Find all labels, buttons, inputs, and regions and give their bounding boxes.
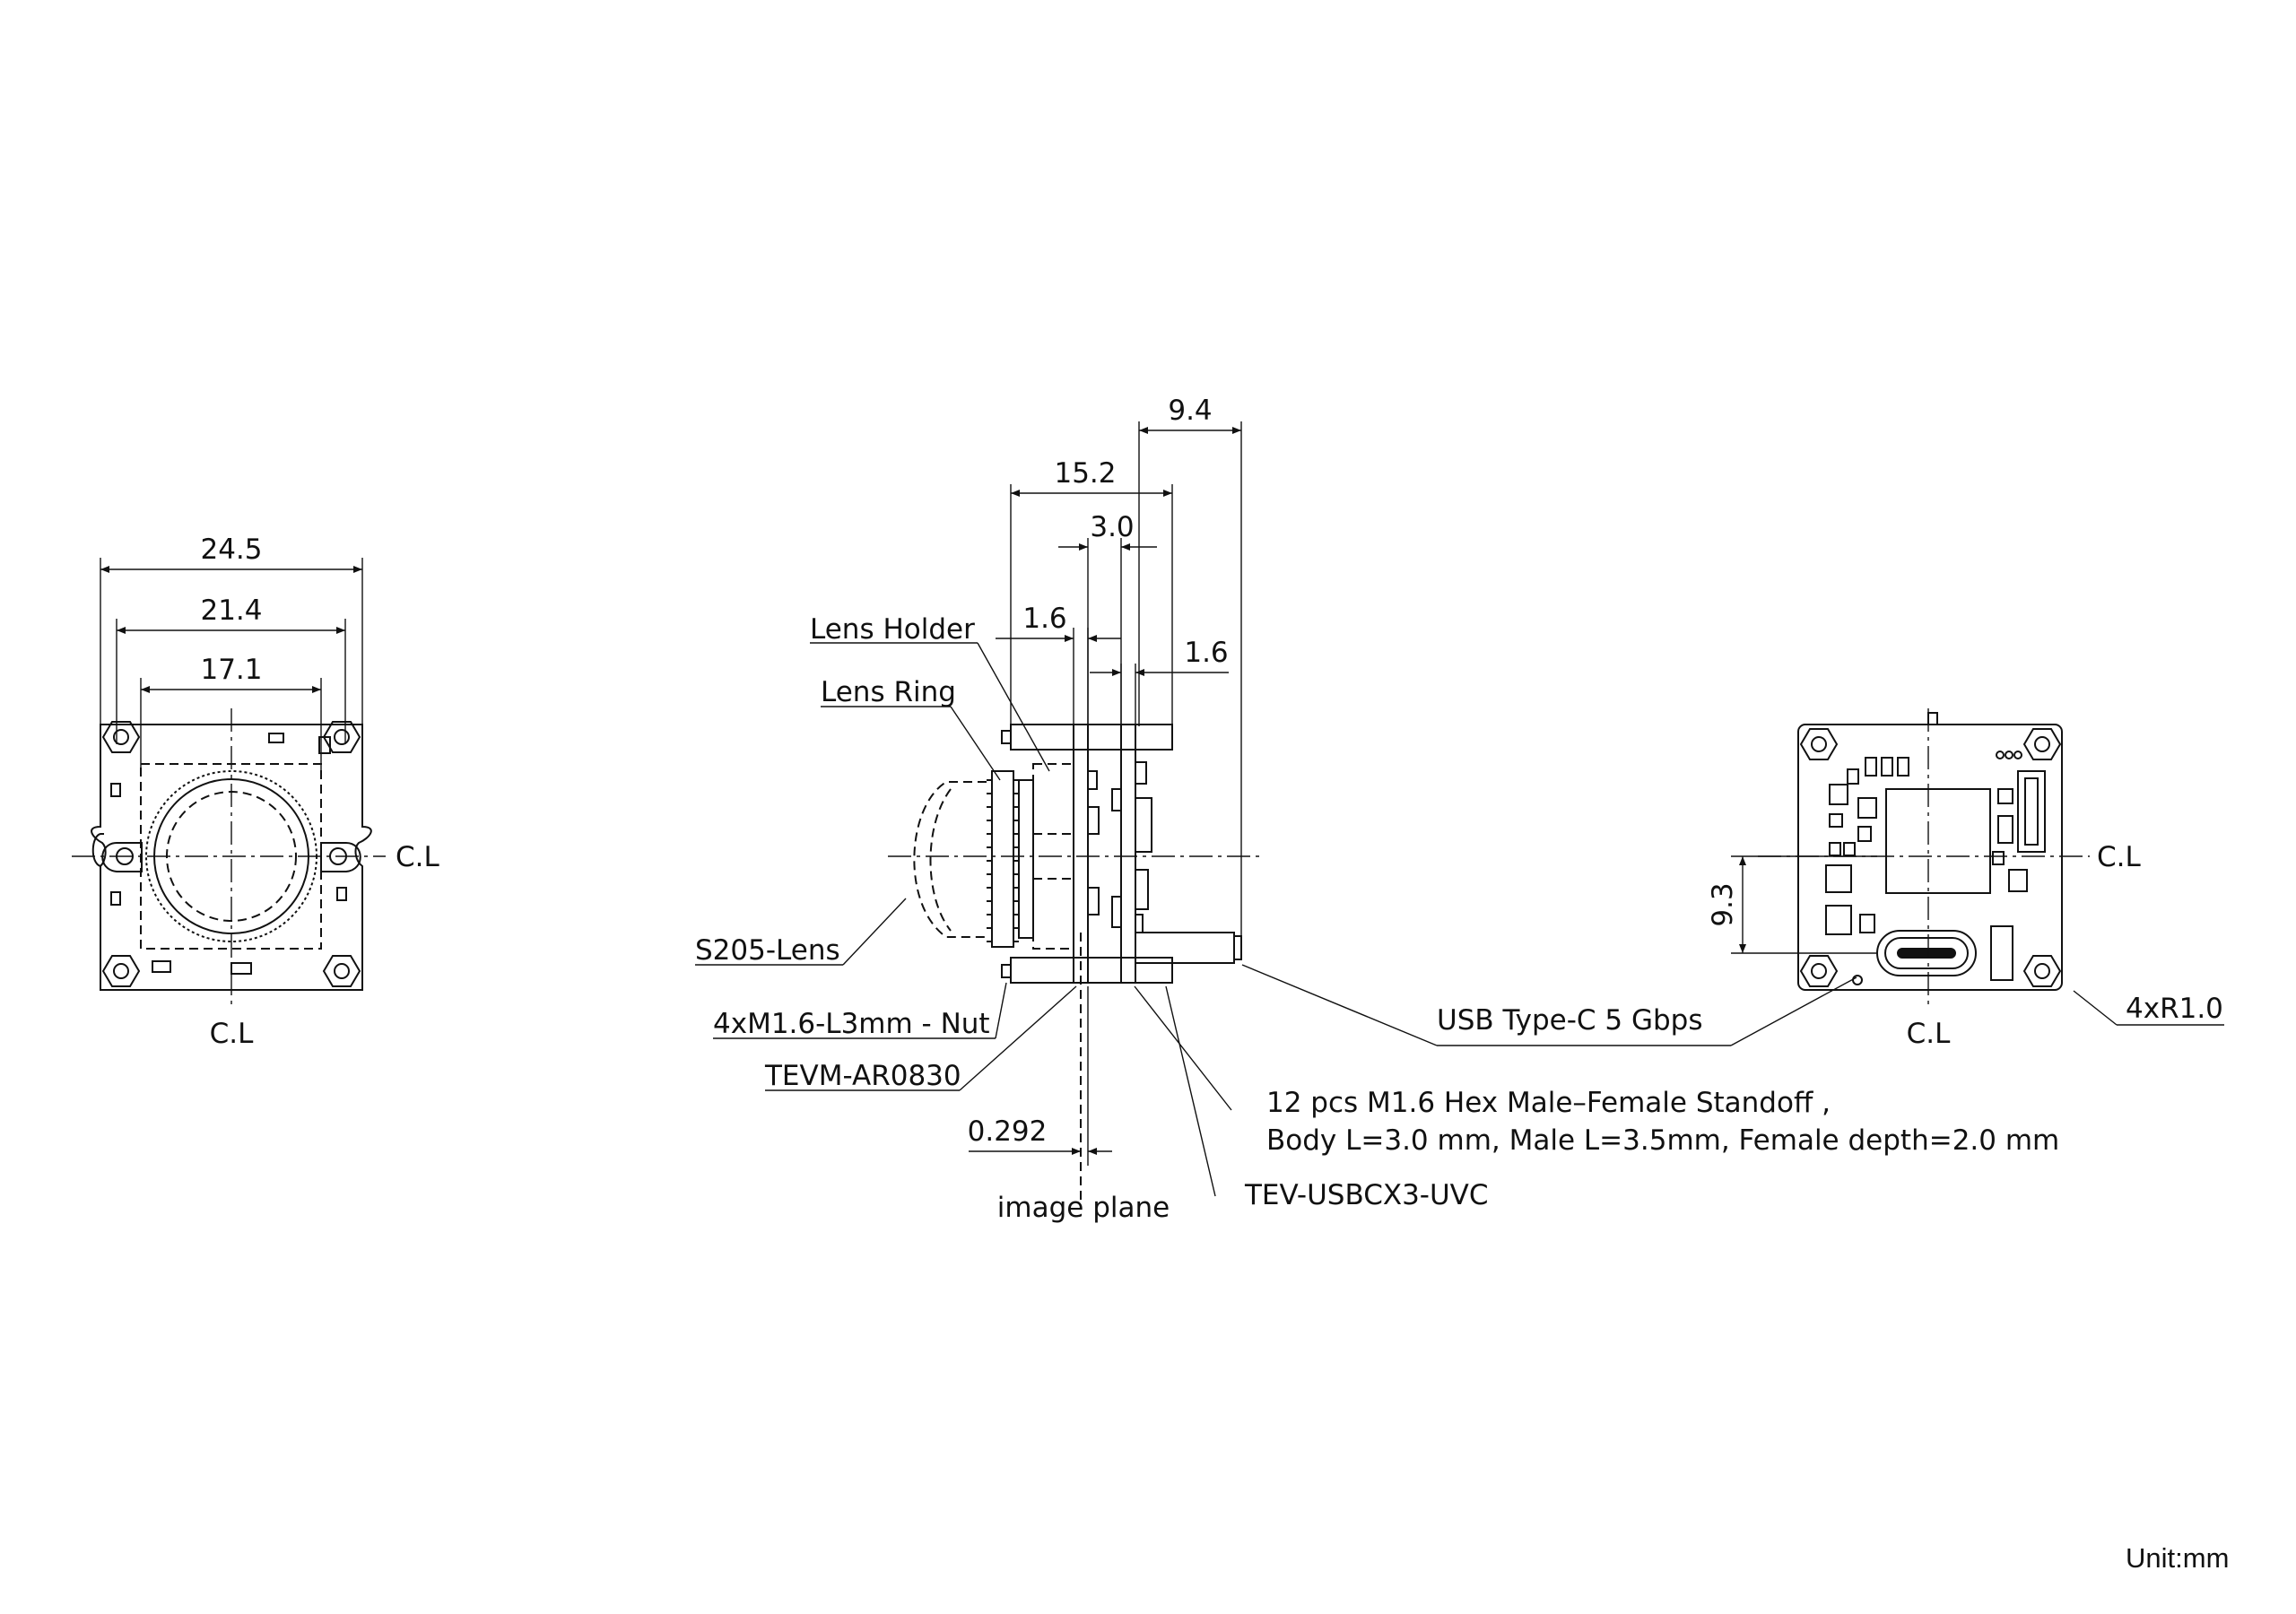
usb-c-port bbox=[1876, 930, 1977, 976]
label-tev-usb: TEV-USBCX3-UVC bbox=[1165, 985, 1489, 1211]
svg-text:TEV-USBCX3-UVC: TEV-USBCX3-UVC bbox=[1244, 1179, 1489, 1211]
dim-24-5: 24.5 bbox=[200, 534, 262, 566]
svg-text:Body L=3.0 mm, Male L=3.5mm, F: Body L=3.0 mm, Male L=3.5mm, Female dept… bbox=[1266, 1124, 2059, 1157]
label-radius: 4xR1.0 bbox=[2073, 990, 2224, 1026]
corner-nut bbox=[322, 955, 361, 987]
svg-text:1.6: 1.6 bbox=[1184, 637, 1228, 669]
svg-text:9.4: 9.4 bbox=[1168, 395, 1212, 427]
side-view: 9.4 15.2 3.0 1.6 1.6 bbox=[695, 395, 2059, 1224]
corner-nut bbox=[101, 721, 141, 753]
dim-0-292: 0.292 bbox=[968, 1115, 1112, 1155]
back-cl-bottom: C.L bbox=[1907, 1018, 1951, 1050]
dim-1-6-left: 1.6 bbox=[996, 603, 1121, 726]
svg-text:3.0: 3.0 bbox=[1090, 511, 1134, 543]
lens-holder-side bbox=[1032, 763, 1074, 950]
back-view: C.L C.L 9.3 4xR1.0 bbox=[1707, 708, 2224, 1050]
dim-9-3: 9.3 bbox=[1707, 855, 1877, 954]
label-tevm: TEVM-AR0830 bbox=[764, 985, 1077, 1092]
label-nut: 4xM1.6-L3mm - Nut bbox=[713, 982, 1007, 1040]
main-ic bbox=[1885, 788, 1991, 894]
dim-21-4: 21.4 bbox=[200, 594, 262, 627]
corner-nut bbox=[322, 721, 361, 753]
label-standoff: 12 pcs M1.6 Hex Male–Female Standoff , B… bbox=[1134, 985, 2059, 1157]
svg-text:0.292: 0.292 bbox=[968, 1115, 1048, 1148]
label-lens-ring: Lens Ring bbox=[821, 676, 1001, 781]
svg-text:4xM1.6-L3mm - Nut: 4xM1.6-L3mm - Nut bbox=[713, 1008, 990, 1040]
svg-text:S205-Lens: S205-Lens bbox=[695, 934, 840, 967]
dim-mid-width: 21.4 bbox=[116, 594, 346, 744]
dim-1-6-right: 1.6 bbox=[1090, 637, 1229, 726]
svg-text:9.3: 9.3 bbox=[1707, 882, 1739, 926]
unit-label: Unit:mm bbox=[2126, 1542, 2229, 1574]
corner-nut bbox=[2022, 955, 2062, 987]
front-cl-bottom: C.L bbox=[210, 1018, 254, 1050]
label-lens-holder: Lens Holder bbox=[810, 613, 1050, 772]
svg-text:TEVM-AR0830: TEVM-AR0830 bbox=[764, 1060, 961, 1092]
dim-15-2: 15.2 bbox=[1010, 457, 1173, 726]
corner-nut bbox=[1799, 955, 1839, 987]
front-cl-right: C.L bbox=[396, 841, 439, 873]
svg-text:Lens Holder: Lens Holder bbox=[810, 613, 975, 646]
svg-text:4xR1.0: 4xR1.0 bbox=[2126, 993, 2223, 1025]
corner-nut bbox=[101, 955, 141, 987]
sensor-pcb bbox=[1073, 724, 1089, 984]
lens-ring-side bbox=[987, 770, 1034, 948]
label-usb: USB Type-C 5 Gbps bbox=[1241, 964, 1857, 1046]
s205-lens-side bbox=[913, 781, 987, 938]
image-plane-label: image plane bbox=[997, 1192, 1170, 1224]
front-view: 24.5 21.4 17.1 bbox=[72, 534, 439, 1050]
svg-text:15.2: 15.2 bbox=[1054, 457, 1116, 490]
dim-outer-width: 24.5 bbox=[100, 534, 363, 744]
corner-nut bbox=[1799, 728, 1839, 760]
corner-nut bbox=[2022, 728, 2062, 760]
back-cl-right: C.L bbox=[2097, 841, 2141, 873]
dim-17-1: 17.1 bbox=[200, 654, 262, 686]
label-s205-lens: S205-Lens bbox=[695, 898, 907, 967]
usb-pcb bbox=[1120, 724, 1136, 984]
svg-text:USB Type-C 5 Gbps: USB Type-C 5 Gbps bbox=[1437, 1004, 1702, 1037]
dim-9-4: 9.4 bbox=[1138, 395, 1242, 952]
svg-text:Lens Ring: Lens Ring bbox=[821, 676, 956, 708]
svg-text:12 pcs M1.6 Hex Male–Female St: 12 pcs M1.6 Hex Male–Female Standoff , bbox=[1266, 1087, 1831, 1119]
svg-text:1.6: 1.6 bbox=[1022, 603, 1066, 635]
